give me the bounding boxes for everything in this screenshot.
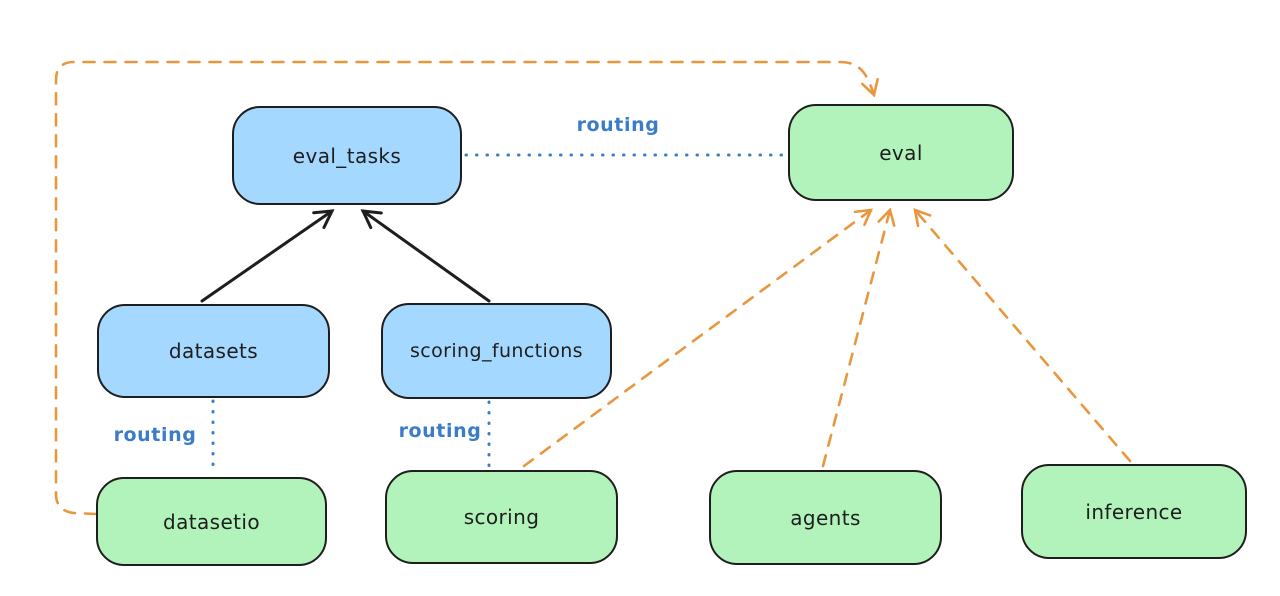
node-inference: inference [1021, 464, 1247, 559]
node-eval-tasks: eval_tasks [232, 106, 462, 205]
node-eval: eval [788, 104, 1014, 201]
routing-label-eval-tasks-eval: routing [576, 114, 660, 136]
node-scoring: scoring [385, 470, 618, 564]
edge-datasetio-to-eval-loop [54, 60, 879, 516]
routing-label-datasets-datasetio: routing [113, 424, 197, 446]
edge-agents-to-eval [821, 207, 896, 468]
node-scoring-functions: scoring_functions [381, 303, 612, 399]
edge-inference-to-eval [913, 208, 1132, 463]
node-datasets: datasets [97, 304, 330, 398]
routing-label-scoring-functions-scoring: routing [398, 420, 482, 442]
edge-datasets-to-eval-tasks [200, 209, 335, 303]
node-agents: agents [709, 470, 942, 565]
edge-scoring-functions-to-eval-tasks [360, 209, 491, 303]
node-datasetio: datasetio [96, 477, 327, 566]
